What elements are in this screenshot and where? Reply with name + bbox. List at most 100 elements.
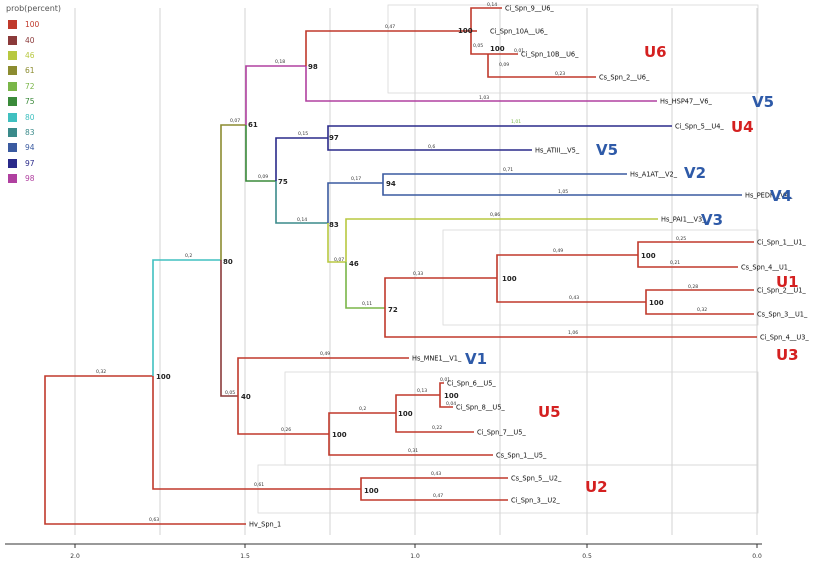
group-label-u1: U1 [776,273,799,291]
legend-swatch [8,50,17,60]
branch [382,183,742,196]
branch-length-label: 0,05 [225,390,235,396]
node-support-value: 72 [388,306,398,314]
leaf-label: Cs_Spn_2__U6_ [599,74,650,82]
legend-label: 72 [25,81,35,91]
leaf-label: Hs_HSP47__V6_ [660,98,713,106]
branch-length-label: 0,14 [487,2,497,8]
legend-swatch [8,127,17,137]
legend-label: 94 [25,143,35,153]
legend-item: 40 [4,32,61,47]
branch-length-label: 0,26 [281,427,291,433]
group-label-v3: V3 [701,211,723,229]
leaf-label: Cs_Spn_1__U5_ [496,452,547,460]
branch-length-label: 0,32 [697,307,707,313]
group-label-v2: V2 [684,164,706,182]
leaf-label: Hs_A1AT__V2_ [630,171,678,179]
legend-title: prob(percent) [6,4,62,13]
leaf-label: Ci_Spn_2__U1_ [757,287,806,295]
branch-length-label: 0,49 [553,248,563,254]
branch [275,137,328,181]
group-label-v5: V5 [596,141,618,159]
branch-length-label: 0,63 [149,517,159,523]
node-support-value: 100 [444,392,459,400]
node-support-value: 80 [223,258,233,266]
legend-item: 80 [4,109,61,124]
branch-length-label: 0,49 [320,351,330,357]
legend-swatch [8,97,17,107]
branch [237,396,329,435]
node-support-value: 100 [332,431,347,439]
branch [384,308,757,338]
branch [345,262,385,309]
group-label-v4: V4 [770,187,792,205]
branch-length-label: 0,17 [351,176,361,182]
legend-item: 97 [4,156,61,171]
branch [327,223,346,263]
branch-length-label: 0,05 [473,43,483,49]
node-support-value: 61 [248,121,258,129]
axis-tick-label: 1.5 [240,553,250,560]
legend-label: 98 [25,174,35,184]
branch-length-label: 1,03 [479,95,489,101]
legend-item: 100 [4,17,61,32]
leaf-label: Ci_Spn_6__U5_ [447,380,496,388]
branch [327,138,532,151]
branch [237,357,409,396]
branch [496,254,638,278]
branch [645,302,754,315]
legend-label: 75 [25,97,35,107]
branch [645,289,754,302]
leaf-label: Ci_Spn_8__U5_ [456,404,505,412]
branch [496,278,646,303]
branch [637,241,754,255]
node-support-value: 100 [641,252,656,260]
clade-box [387,4,759,94]
branch [152,376,361,490]
legend-swatch [8,20,17,30]
legend-item: 72 [4,79,61,94]
node-support-value: 75 [278,178,288,186]
group-label-v5: V5 [752,93,774,111]
branch [327,125,672,138]
branch-length-label: 0,07 [334,257,344,263]
branch [328,412,396,434]
legend-label: 97 [25,158,35,168]
group-label-u3: U3 [776,346,799,364]
branch [470,7,502,31]
branch-length-label: 0,09 [499,62,509,68]
branch-length-label: 0,43 [569,295,579,301]
branch-length-label: 0,09 [258,174,268,180]
branch-length-label: 0,6 [428,144,435,150]
branch-length-label: 0,15 [298,131,308,137]
branch-length-label: 0,43 [431,471,441,477]
leaf-label: Ci_Spn_4__U3_ [760,334,809,342]
legend-item: 94 [4,140,61,155]
legend-label: 61 [25,66,35,76]
leaf-label: Ci_Spn_10B__U6_ [521,51,579,59]
leaf-label: Hv_Spn_1 [249,521,281,529]
branch [327,182,383,223]
branch-length-label: 0,21 [670,260,680,266]
branch-length-label: 1,05 [558,189,568,195]
branch [220,124,246,260]
node-support-value: 40 [241,393,251,401]
legend-swatch [8,143,17,153]
branch [245,125,276,182]
branch [470,31,488,55]
node-support-value: 100 [649,299,664,307]
branch-length-label: 0,61 [254,482,264,488]
node-support-value: 46 [349,260,359,268]
branch [637,255,738,268]
branch [305,66,657,102]
legend-swatch [8,174,17,184]
leaf-label: Hs_PAI1__V3_ [661,216,706,224]
node-support-value: 98 [308,63,318,71]
legend-item: 75 [4,94,61,109]
branch-length-label: 0,14 [297,217,307,223]
legend-label: 83 [25,127,35,137]
branch [152,259,221,376]
